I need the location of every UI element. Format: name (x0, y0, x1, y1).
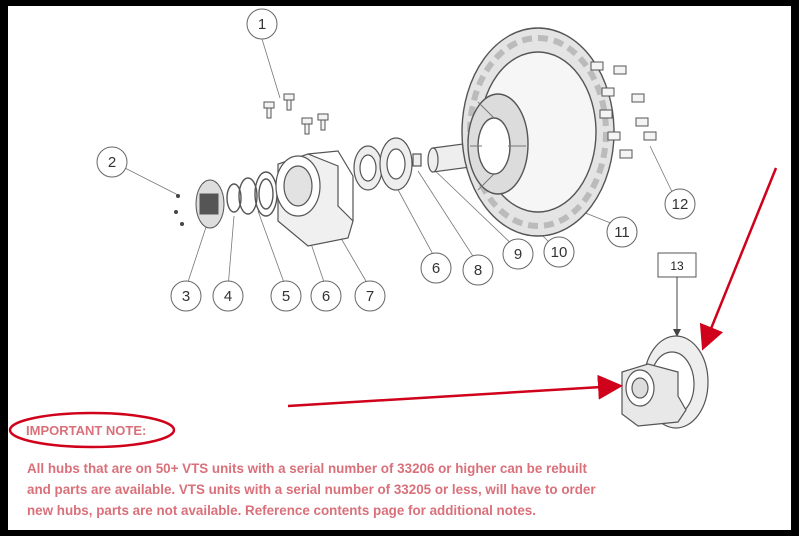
callout-6b: 6 (432, 260, 440, 277)
part-cap-plate (195, 179, 225, 229)
callout-6: 6 (322, 288, 330, 305)
highlight-ellipse (8, 411, 176, 449)
diagram-frame: 1 2 3 4 5 6 7 6 8 9 10 11 12 13 IMPORTAN… (8, 6, 791, 530)
callout-labels: 1 2 3 4 5 6 7 6 8 9 10 11 12 (96, 8, 696, 312)
callout-4: 4 (224, 288, 232, 305)
callout-13: 13 (670, 259, 684, 273)
callout-5: 5 (282, 288, 290, 305)
note-line-2: and parts are available. VTS units with … (27, 482, 596, 497)
red-arrows (287, 167, 778, 408)
part-wheel-hub (461, 27, 615, 237)
callout-11: 11 (614, 224, 630, 241)
part-screws (174, 194, 184, 226)
part-bearing-housing (275, 150, 354, 247)
assembled-hub (621, 335, 709, 429)
part-bolts (263, 93, 329, 135)
callout-12: 12 (672, 196, 689, 213)
important-note-heading: IMPORTANT NOTE: (26, 423, 147, 438)
arrow-left-pointer (287, 374, 623, 408)
callout-7: 7 (366, 288, 374, 305)
callout-2: 2 (108, 154, 116, 171)
callout-9: 9 (514, 246, 522, 263)
part-seals (226, 171, 278, 217)
arrow-right-pointer (699, 167, 778, 351)
callout-1: 1 (258, 16, 266, 33)
callout-3: 3 (182, 288, 190, 305)
exploded-hub-diagram: 1 2 3 4 5 6 7 6 8 9 10 11 12 13 (8, 8, 778, 449)
note-line-3: new hubs, parts are not available. Refer… (27, 503, 536, 518)
callout-13-box: 13 (657, 252, 697, 337)
part-lug-bolts (590, 61, 657, 159)
note-line-1: All hubs that are on 50+ VTS units with … (27, 461, 587, 476)
part-bearings (353, 137, 413, 191)
important-note-body: All hubs that are on 50+ VTS units with … (27, 458, 677, 521)
callout-8: 8 (474, 262, 482, 279)
callout-10: 10 (551, 244, 568, 261)
